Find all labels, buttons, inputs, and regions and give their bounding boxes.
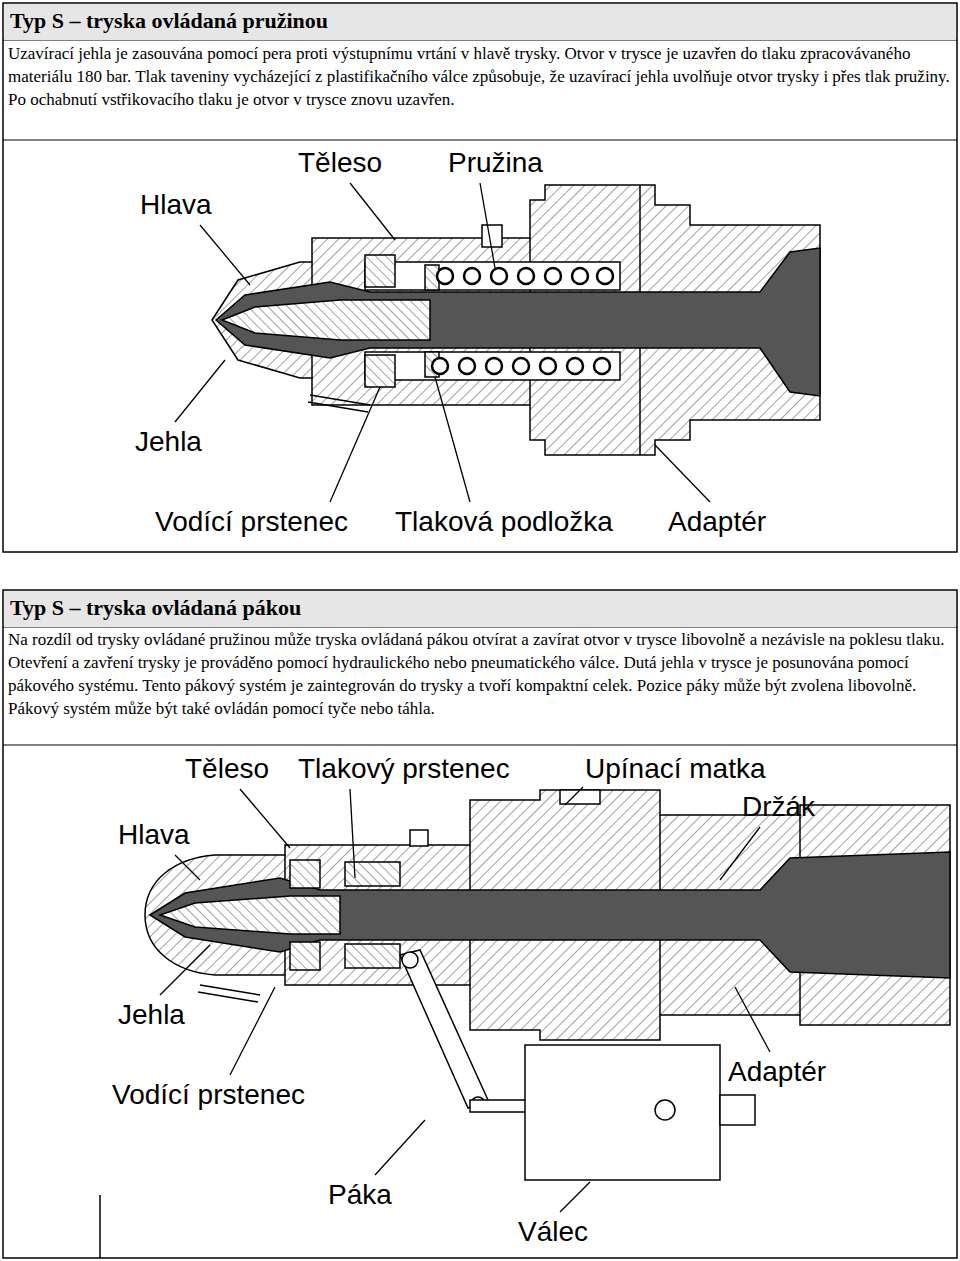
text-panel: Na rozdíl od trysky ovládané pružinou mů…	[4, 628, 956, 744]
section-heading: Typ S – tryska ovládaná pružinou	[10, 8, 950, 34]
part-label: Hlava	[140, 188, 212, 222]
part-label: Držák	[742, 790, 815, 824]
part-label: Pružina	[448, 146, 543, 180]
part-label: Tlaková podložka	[395, 505, 613, 539]
part-label: Páka	[328, 1178, 392, 1212]
heading-band: Typ S – tryska ovládaná pružinou	[4, 4, 956, 40]
text-panel: Uzavírací jehla je zasouvána pomocí pera…	[4, 42, 956, 138]
part-label: Vodící prstenec	[112, 1078, 305, 1112]
part-label: Vodící prstenec	[155, 505, 348, 539]
section-heading: Typ S – tryska ovládaná pákou	[10, 595, 950, 621]
part-label: Válec	[518, 1215, 588, 1249]
part-label: Tlakový prstenec	[298, 752, 510, 786]
description-text: Na rozdíl od trysky ovládané pružinou mů…	[4, 628, 956, 720]
part-label: Upínací matka	[585, 752, 766, 786]
description-text: Po ochabnutí vstřikovacího tlaku je otvo…	[4, 88, 956, 111]
part-label: Adaptér	[728, 1055, 826, 1089]
part-label: Hlava	[118, 818, 190, 852]
part-label: Adaptér	[668, 505, 766, 539]
part-label: Těleso	[185, 752, 269, 786]
heading-band: Typ S – tryska ovládaná pákou	[4, 591, 956, 627]
part-label: Jehla	[118, 998, 185, 1032]
description-text: Uzavírací jehla je zasouvána pomocí pera…	[4, 42, 956, 88]
part-label: Těleso	[298, 146, 382, 180]
part-label: Jehla	[135, 425, 202, 459]
